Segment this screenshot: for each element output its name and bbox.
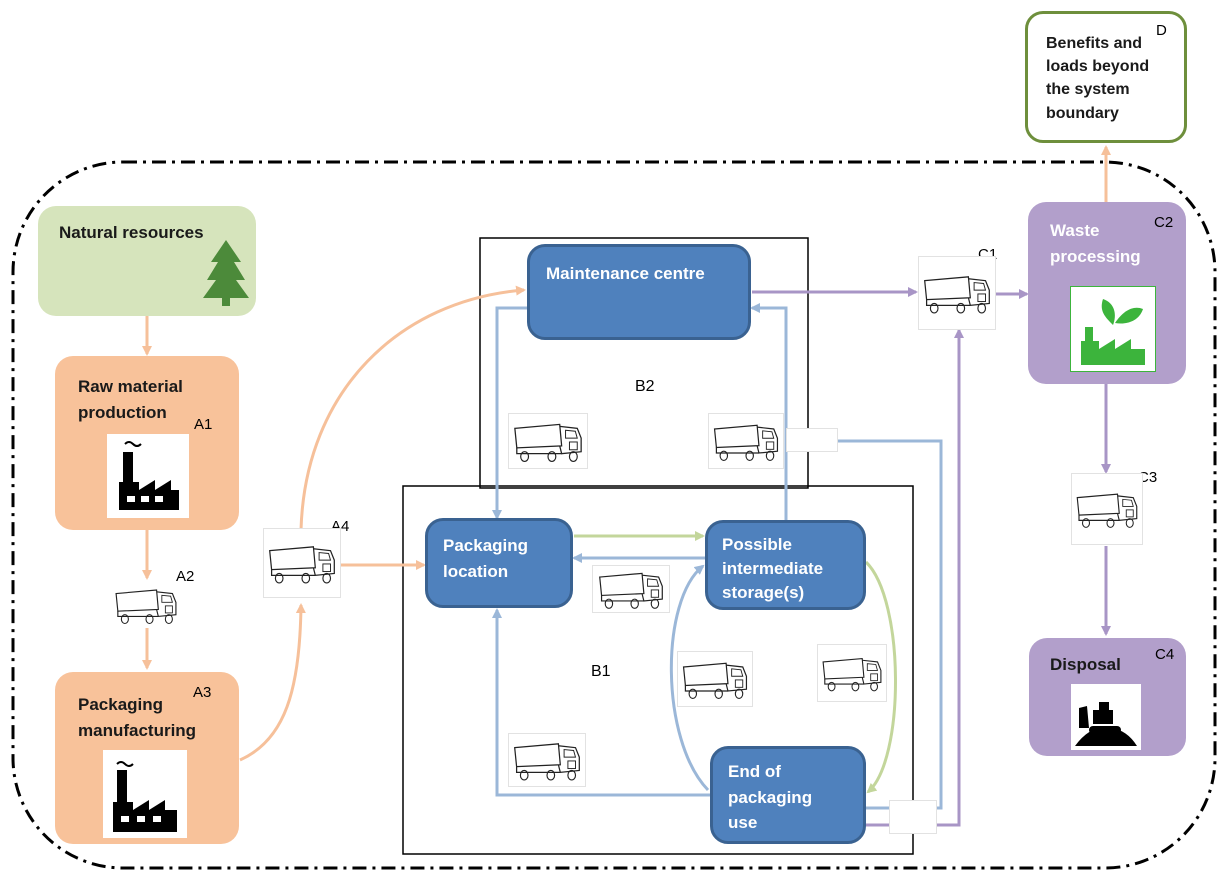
benefits-code: D [1156, 22, 1167, 39]
natural-resources-box: Natural resources [38, 206, 256, 316]
packaging-location-box: Packaging location [425, 518, 573, 608]
packaging-manufacturing-code: A3 [193, 684, 212, 701]
transport-a2-label: A2 [176, 568, 195, 585]
storage-label: Possible intermediate storage(s) [722, 535, 824, 602]
benefits-label: Benefits and loads beyond the system bou… [1046, 35, 1150, 122]
system-boundary [11, 160, 1217, 870]
waste-processing-label: Waste processing [1050, 221, 1141, 266]
benefits-box: Benefits and loads beyond the system bou… [1025, 11, 1187, 143]
disposal-code: C4 [1155, 646, 1175, 663]
disposal-label: Disposal [1050, 655, 1121, 674]
truck-icon [592, 565, 670, 613]
truck-icon [1071, 473, 1143, 545]
maintenance-centre-label: Maintenance centre [546, 264, 705, 283]
factory-icon [113, 761, 177, 832]
raw-material-label: Raw material production [78, 377, 183, 422]
region-b2 [479, 237, 809, 489]
disposal-box: Disposal C4 [1029, 638, 1186, 756]
raw-material-box: Raw material production A1 [55, 356, 239, 530]
arrow-a4-to-maintenance [299, 285, 526, 531]
eco-factory-icon [1081, 299, 1145, 365]
truck-icon [108, 582, 184, 628]
connector-tile [786, 428, 838, 452]
arrow-packaging-to-a4 [239, 603, 306, 762]
natural-resources-label: Natural resources [59, 223, 204, 242]
disposal-icon-tile [1071, 684, 1141, 750]
truck-icon [708, 413, 784, 469]
end-of-use-box: End of packaging use [710, 746, 866, 844]
raw-material-icon-tile [107, 434, 189, 518]
raw-material-code: A1 [194, 416, 213, 433]
truck-icon [918, 256, 996, 330]
arrow-maintenance-to-location [492, 306, 527, 520]
packaging-manufacturing-icon-tile [103, 750, 187, 838]
arrow-storage-to-enduse [864, 560, 897, 794]
tree-icon [203, 240, 249, 306]
connector-tile [889, 800, 937, 834]
storage-box: Possible intermediate storage(s) [705, 520, 866, 610]
truck-icon [508, 413, 588, 469]
bulldozer-icon [1075, 702, 1137, 746]
waste-processing-box: Waste processing C2 [1028, 202, 1186, 384]
waste-processing-code: C2 [1154, 214, 1174, 231]
waste-processing-icon-tile [1070, 286, 1156, 372]
arrow-enduse-to-location [492, 608, 710, 797]
arrow-enduse-to-storage [669, 564, 710, 792]
truck-icon [263, 528, 341, 598]
packaging-location-label: Packaging location [443, 536, 529, 581]
region-b1 [402, 485, 914, 855]
end-of-use-label: End of packaging use [728, 762, 813, 832]
maintenance-centre-box: Maintenance centre [527, 244, 751, 340]
region-b2-label: B2 [635, 378, 655, 395]
packaging-manufacturing-box: Packaging manufacturing A3 [55, 672, 239, 844]
truck-icon [508, 733, 586, 787]
factory-icon [119, 441, 179, 510]
truck-icon [817, 644, 887, 702]
truck-icon [677, 651, 753, 707]
region-b1-label: B1 [591, 663, 611, 680]
packaging-manufacturing-label: Packaging manufacturing [78, 695, 197, 740]
